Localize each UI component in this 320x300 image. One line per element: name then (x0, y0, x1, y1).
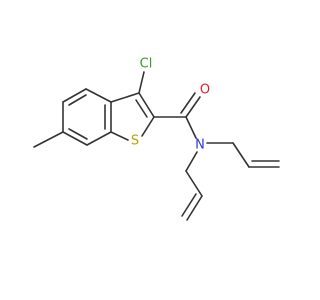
bond-c2-s (141, 116, 155, 137)
molecule-structure: Cl O S N (33, 57, 280, 221)
bond-benzene-6-inner (68, 128, 88, 140)
oxygen-atom: O (200, 83, 210, 98)
atom-label-o: O (200, 83, 210, 98)
molecule-canvas: Cl O S N (33, 57, 280, 221)
bond-benzene-3 (85, 88, 112, 103)
bond-benzene-2-inner (68, 94, 87, 106)
bond-c3-c2 (138, 92, 155, 118)
bond-ch2-ch-b (185, 170, 203, 197)
bond-c3-cl (138, 71, 145, 94)
bond-benzene-2 (62, 88, 87, 103)
bond-c3-c2-inner (135, 99, 148, 118)
nitrogen-atom: N (195, 138, 205, 153)
atom-label-n: N (195, 138, 205, 153)
atom-labels: Cl O S N (131, 57, 210, 153)
bond-ch2-ch-a (232, 142, 250, 168)
chlorine-atom: Cl (140, 57, 153, 72)
bond-s-c7a (110, 131, 129, 141)
bond-methyl (33, 131, 64, 148)
bond-c-o-1 (185, 96, 201, 118)
bond-ch-ch2-b (186, 195, 203, 221)
bond-c3a-c3 (110, 92, 140, 103)
bond-c-o-2 (180, 92, 196, 114)
bond-ch-ch2-b-inner (181, 193, 197, 217)
sulfur-atom: S (131, 134, 139, 149)
bond-benzene-5 (86, 131, 112, 146)
bond-c-n (185, 116, 197, 139)
atom-label-cl: Cl (140, 57, 153, 72)
atom-label-s: S (131, 134, 139, 149)
bond-benzene-6 (62, 131, 88, 146)
bond-n-ch2-b (185, 151, 198, 172)
bonds (33, 71, 280, 221)
